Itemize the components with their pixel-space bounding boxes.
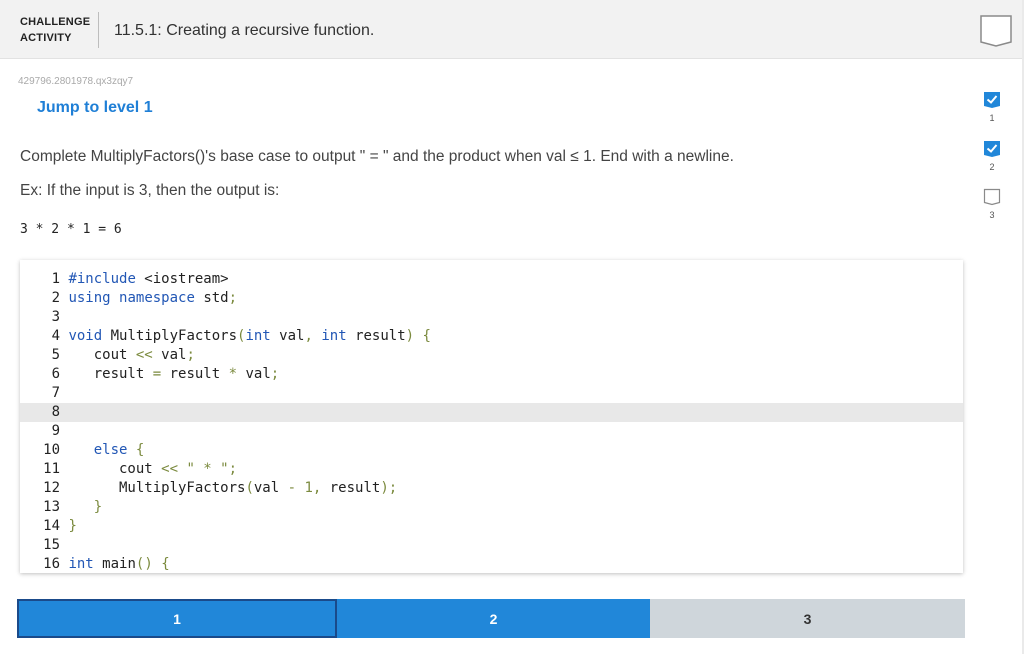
side-level-number: 1 bbox=[989, 113, 995, 123]
line-number: 14 bbox=[43, 518, 60, 534]
line-code: result = result * val; bbox=[60, 366, 280, 382]
line-number: 11 bbox=[43, 461, 60, 477]
side-level-2[interactable]: 2 bbox=[983, 140, 1001, 172]
code-line[interactable]: 16 int main() { bbox=[20, 555, 963, 573]
level-tabs: 1 2 3 bbox=[17, 599, 965, 638]
line-code bbox=[60, 309, 68, 325]
line-code: using namespace std; bbox=[68, 290, 238, 306]
level-tab-2[interactable]: 2 bbox=[337, 599, 650, 638]
level-incomplete-box-icon bbox=[983, 188, 1001, 206]
side-level-1[interactable]: 1 bbox=[983, 91, 1001, 123]
line-number: 15 bbox=[43, 537, 60, 553]
line-code: MultiplyFactors(val - 1, result); bbox=[60, 480, 398, 496]
line-code: cout << val; bbox=[60, 347, 195, 363]
line-code: cout << " * "; bbox=[60, 461, 238, 477]
code-line[interactable]: 5 cout << val; bbox=[20, 346, 963, 365]
jump-to-level-link[interactable]: Jump to level 1 bbox=[37, 99, 153, 116]
side-level-3[interactable]: 3 bbox=[983, 188, 1001, 220]
code-line[interactable]: 15 bbox=[20, 536, 963, 555]
line-number: 9 bbox=[51, 423, 60, 439]
example-output: 3 * 2 * 1 = 6 bbox=[20, 222, 122, 237]
level-tab-3[interactable]: 3 bbox=[650, 599, 965, 638]
badge-line-1: CHALLENGE bbox=[20, 16, 91, 28]
code-line[interactable]: 12 MultiplyFactors(val - 1, result); bbox=[20, 479, 963, 498]
code-line[interactable]: 2 using namespace std; bbox=[20, 289, 963, 308]
line-code: void MultiplyFactors(int val, int result… bbox=[68, 328, 431, 344]
line-number: 2 bbox=[51, 290, 60, 306]
code-line[interactable]: 6 result = result * val; bbox=[20, 365, 963, 384]
line-number: 16 bbox=[43, 556, 60, 572]
line-number: 12 bbox=[43, 480, 60, 496]
code-line[interactable]: 14 } bbox=[20, 517, 963, 536]
line-code: } bbox=[93, 499, 103, 515]
code-line[interactable]: 7 bbox=[20, 384, 963, 403]
line-code bbox=[60, 404, 68, 420]
completion-box-icon bbox=[980, 15, 1012, 47]
side-level-number: 2 bbox=[989, 162, 995, 172]
line-code: int main() { bbox=[68, 556, 170, 572]
line-code bbox=[60, 385, 68, 401]
line-code bbox=[60, 423, 68, 439]
instruction-text: Complete MultiplyFactors()'s base case t… bbox=[20, 148, 734, 165]
code-line[interactable]: 11 cout << " * "; bbox=[20, 460, 963, 479]
line-code: else { bbox=[93, 442, 145, 458]
header-divider bbox=[98, 12, 99, 48]
line-number: 3 bbox=[51, 309, 60, 325]
page-right-border bbox=[1022, 0, 1024, 654]
code-line[interactable]: 1 #include <iostream> bbox=[20, 270, 963, 289]
line-code bbox=[60, 537, 68, 553]
badge-line-2: ACTIVITY bbox=[20, 32, 72, 44]
level-completed-check-icon bbox=[984, 141, 1000, 157]
line-number: 5 bbox=[51, 347, 60, 363]
line-number: 1 bbox=[51, 271, 60, 287]
code-line[interactable]: 9 bbox=[20, 422, 963, 441]
example-description: Ex: If the input is 3, then the output i… bbox=[20, 182, 280, 199]
code-line[interactable]: 4 void MultiplyFactors(int val, int resu… bbox=[20, 327, 963, 346]
activity-id: 429796.2801978.qx3zqy7 bbox=[18, 76, 134, 87]
level-tab-1[interactable]: 1 bbox=[17, 599, 337, 638]
code-editor[interactable]: 1 #include <iostream>2 using namespace s… bbox=[20, 260, 963, 573]
code-line[interactable]: 3 bbox=[20, 308, 963, 327]
code-line[interactable]: 13 } bbox=[20, 498, 963, 517]
line-code: #include <iostream> bbox=[68, 271, 229, 287]
line-code: } bbox=[68, 518, 77, 534]
line-number: 13 bbox=[43, 499, 60, 515]
line-number: 4 bbox=[51, 328, 60, 344]
side-level-number: 3 bbox=[989, 210, 995, 220]
activity-header: CHALLENGE ACTIVITY 11.5.1: Creating a re… bbox=[0, 0, 1022, 59]
activity-type-badge: CHALLENGE ACTIVITY bbox=[20, 14, 98, 46]
activity-title: 11.5.1: Creating a recursive function. bbox=[114, 22, 375, 39]
code-line[interactable]: 10 else { bbox=[20, 441, 963, 460]
line-number: 10 bbox=[43, 442, 60, 458]
line-number: 6 bbox=[51, 366, 60, 382]
level-completed-check-icon bbox=[984, 92, 1000, 108]
line-number: 8 bbox=[51, 404, 60, 420]
code-line[interactable]: 8 bbox=[20, 403, 963, 422]
line-number: 7 bbox=[51, 385, 60, 401]
